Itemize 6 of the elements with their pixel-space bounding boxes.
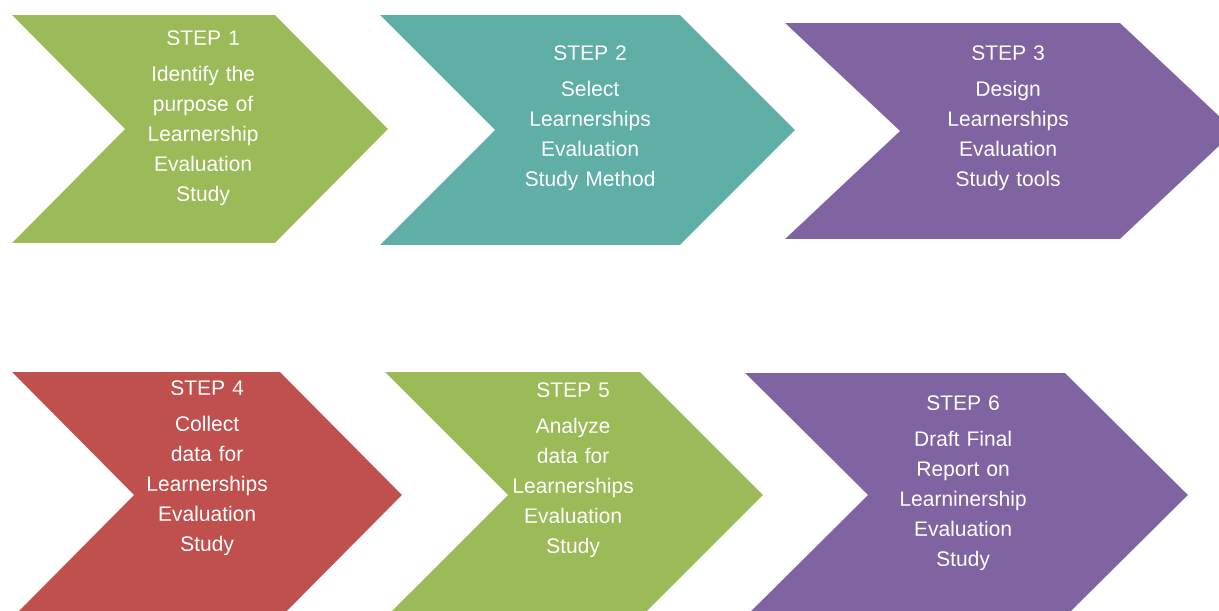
chevron-step: STEP 2 Select Learnerships Evaluation Study Method (380, 15, 795, 245)
chevron-step: STEP 3 Design Learnerships Evaluation Study tools (785, 23, 1219, 239)
chevron-step: STEP 4 Collect data for Learnerships Evaluation Study (12, 372, 402, 611)
chevron-step: STEP 6 Draft Final Report on Learninership Evaluation Study (745, 373, 1188, 611)
chevron-step: STEP 1 Identify the purpose of Learnership Evaluation Study (12, 15, 388, 243)
chevron-step: STEP 5 Analyze data for Learnerships Evaluation Study (385, 372, 763, 611)
